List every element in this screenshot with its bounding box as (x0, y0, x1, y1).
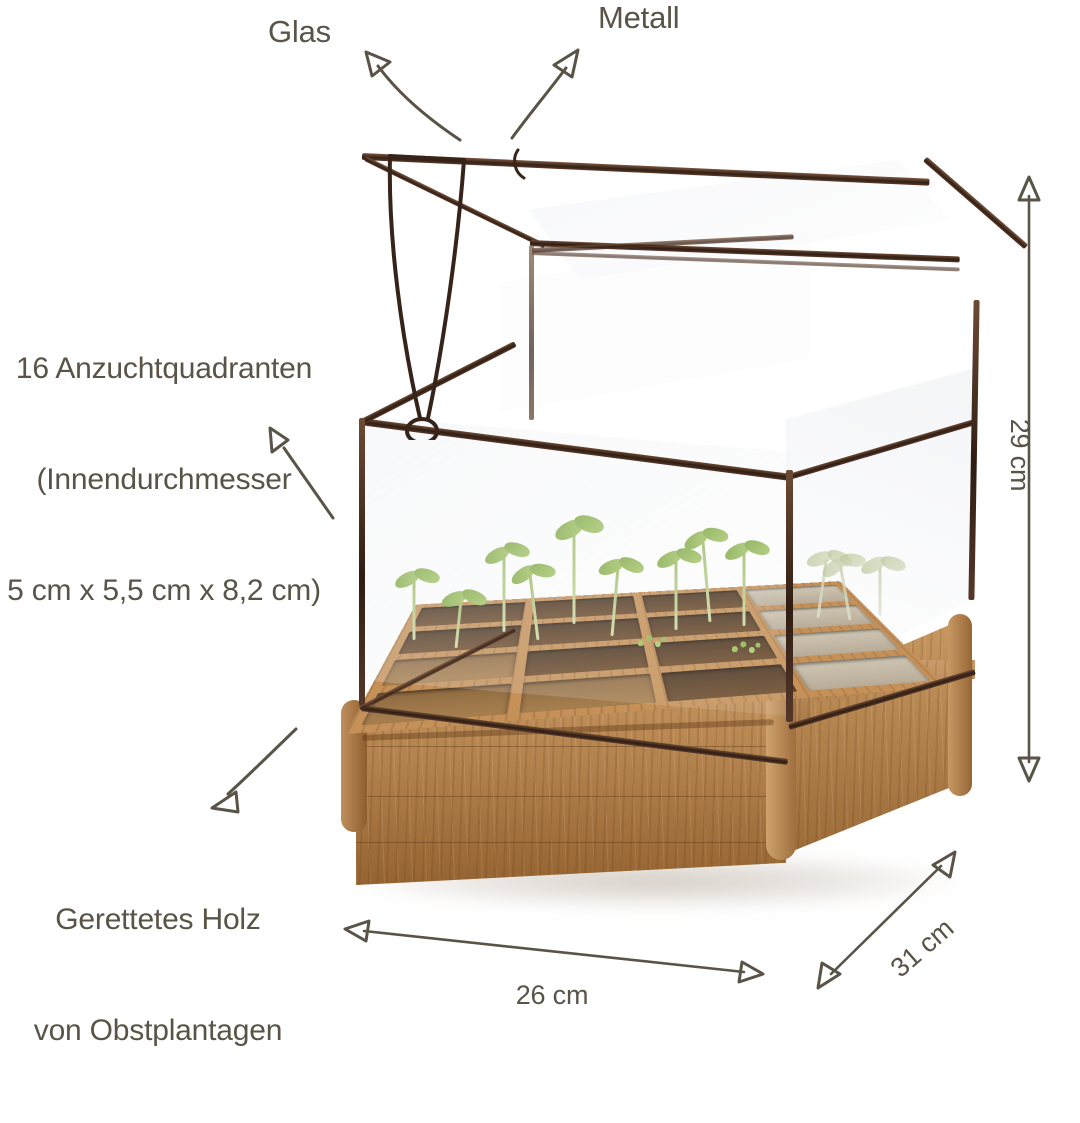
dimension-label-width: 26 cm (515, 980, 589, 1010)
lid-prop-rod (387, 154, 466, 440)
frame-post-front-left (359, 418, 365, 706)
infographic-canvas: .ln{fill:none;stroke:#5a5347;stroke-widt… (2, 0, 1041, 1047)
callout-quadranten-line2: (Innendurchmesser (36, 463, 292, 496)
frame-post-back-right (968, 299, 980, 601)
wood-corner-stile-right (948, 614, 972, 796)
lid-hinge-clip (513, 148, 526, 180)
glass-panel-front (360, 416, 790, 716)
product-illustration (341, 148, 1029, 910)
frame-post-back-left (529, 245, 534, 420)
frame-bar-lid-right (923, 156, 1029, 250)
callout-label-metall: Metall (598, 0, 680, 35)
callout-label-quadranten: 16 Anzuchtquadranten (Innendurchmesser 5… (2, 276, 326, 683)
frame-post-front-right (786, 470, 793, 722)
dimension-label-height: 29 cm (1005, 418, 1035, 492)
callout-label-glas: Glas (268, 14, 331, 49)
callout-quadranten-line3: 5 cm x 5,5 cm x 8,2 cm) (7, 574, 321, 607)
callout-label-holz: Gerettetes Holz von Obstplantagen (28, 827, 288, 1123)
seedlings-group (392, 440, 918, 670)
callout-quadranten-line1: 16 Anzuchtquadranten (15, 352, 313, 385)
callout-holz-line1: Gerettetes Holz (55, 903, 261, 936)
